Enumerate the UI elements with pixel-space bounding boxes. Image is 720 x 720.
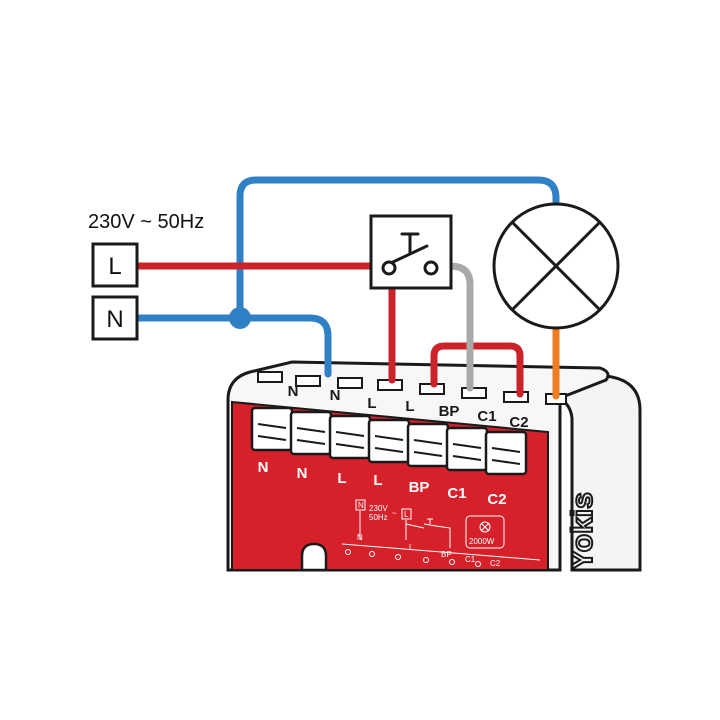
lamp-symbol-icon <box>492 202 620 330</box>
mounting-hole <box>300 542 328 572</box>
top-terminal-label: L <box>367 395 376 412</box>
schematic-supply: 230V <box>369 504 388 513</box>
module: N N L L BP C1 C2 <box>226 360 642 572</box>
neutral-lamp-wire <box>236 176 560 322</box>
face-terminal-label: L <box>373 472 382 489</box>
brand-logo: Yokis <box>566 492 599 570</box>
schematic-n-box <box>355 499 366 511</box>
schematic-c2: C2 <box>490 559 501 568</box>
schematic-bp: BP <box>441 550 452 559</box>
face-terminal-label: C1 <box>447 485 466 502</box>
top-terminal-label: L <box>405 398 414 415</box>
printed-schematic <box>341 499 541 561</box>
schematic-l-box-label: L <box>404 510 409 519</box>
screw-slots <box>257 423 521 465</box>
face-bottom-contacts <box>345 549 481 567</box>
input-N-label: N <box>106 306 123 333</box>
top-terminal-label: BP <box>439 403 460 420</box>
top-terminal-label: C1 <box>477 408 496 425</box>
input-L-label: L <box>108 253 121 280</box>
supply-label: 230V ~ 50Hz <box>88 211 204 233</box>
face-terminal-label: L <box>337 470 346 487</box>
top-terminal-label: N <box>288 383 299 400</box>
schematic-freq: 50Hz <box>369 513 388 522</box>
input-N: N <box>91 295 139 341</box>
schematic-l: L <box>409 543 414 552</box>
schematic-l-box <box>401 508 412 520</box>
schematic-lamp-box <box>465 515 505 549</box>
schematic-tilde: ~ <box>392 509 397 518</box>
schematic-n-box-label: N <box>358 501 364 510</box>
neutral-junction <box>229 307 251 329</box>
face-terminal-label: C2 <box>487 491 506 508</box>
wires <box>134 176 560 400</box>
top-terminal-labels: N N L L BP C1 C2 <box>288 383 529 431</box>
schematic-n: N <box>357 533 363 542</box>
bridge-wire <box>430 342 524 398</box>
face-terminal-labels: N N L L BP C1 C2 <box>258 459 507 508</box>
printed-schematic-text: N L 230V 50Hz ~ N L BP C1 C2 2000W <box>357 501 501 568</box>
top-terminal-label: C2 <box>509 414 528 431</box>
face-terminal-label: N <box>258 459 269 476</box>
face-terminal-label: N <box>297 465 308 482</box>
terminal-slots <box>257 371 567 405</box>
input-L: L <box>91 242 139 288</box>
push-button-switch-icon <box>369 214 453 290</box>
switch-return-wire <box>446 262 474 392</box>
schematic-c1: C1 <box>465 555 476 564</box>
face-terminal-label: BP <box>409 479 430 496</box>
power-rating: 2000W <box>469 537 495 546</box>
neutral-wire <box>134 314 332 378</box>
top-terminal-label: N <box>330 387 341 404</box>
schematic-lamp-icon <box>479 521 491 533</box>
